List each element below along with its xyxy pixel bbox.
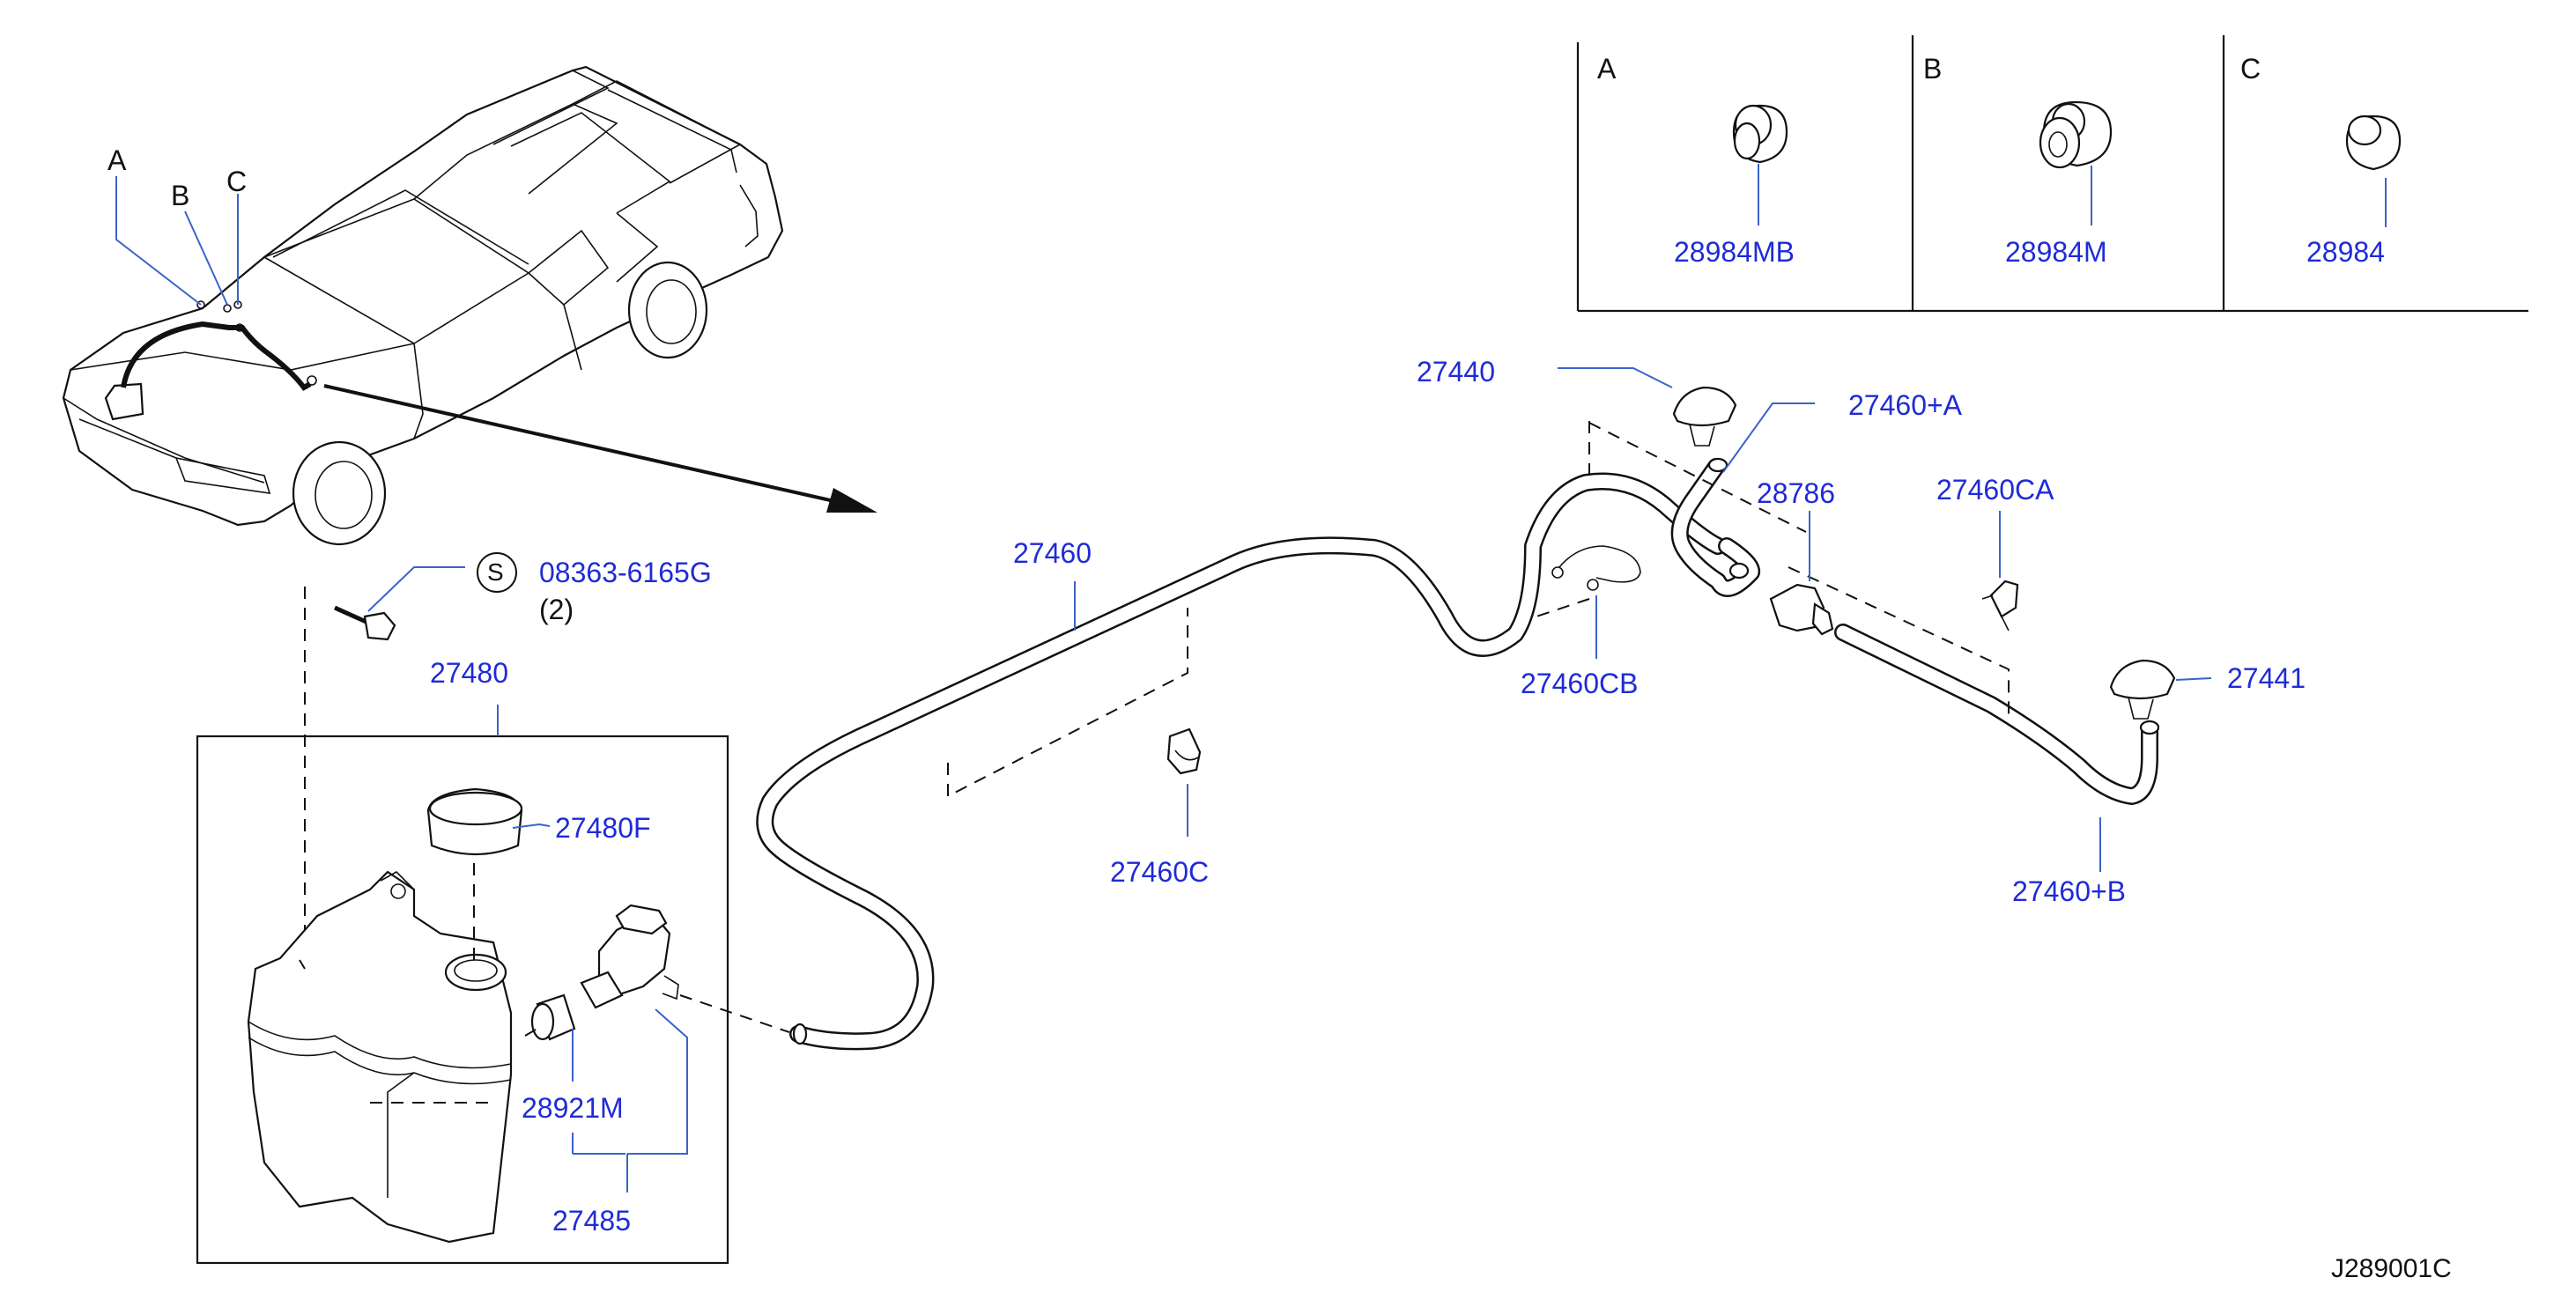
- part-label-27441[interactable]: 27441: [2227, 662, 2306, 694]
- part-label-28984m[interactable]: 28984M: [2005, 236, 2107, 268]
- detail-c-letter: C: [2240, 53, 2261, 85]
- car-callout-lines: [115, 176, 239, 306]
- detail-box-frame: [1576, 35, 2528, 313]
- clip-27460c-drawing: [1166, 727, 1202, 837]
- bolt-drawing: [333, 552, 517, 641]
- diagram-id: J289001C: [2331, 1254, 2452, 1283]
- detail-b-letter: B: [1923, 53, 1943, 85]
- reservoir-cap-drawing: [426, 787, 551, 960]
- part-label-28984[interactable]: 28984: [2306, 236, 2385, 268]
- part-label-27485[interactable]: 27485: [552, 1205, 631, 1237]
- washer-pump-drawing: [572, 904, 790, 1193]
- grommet-28921m-drawing: [524, 993, 576, 1082]
- bolt-symbol-s: S: [487, 558, 504, 586]
- part-label-27460-plus-a[interactable]: 27460+A: [1848, 389, 1963, 421]
- part-label-28921m[interactable]: 28921M: [522, 1092, 624, 1124]
- part-label-28786[interactable]: 28786: [1757, 477, 1835, 509]
- bolt-quantity: (2): [539, 594, 574, 625]
- part-label-27460-plus-b[interactable]: 27460+B: [2012, 875, 2127, 907]
- part-label-28984mb[interactable]: 28984MB: [1674, 236, 1795, 268]
- car-callout-a: A: [107, 144, 127, 176]
- part-label-27480f[interactable]: 27480F: [555, 812, 651, 844]
- clip-27460cb-drawing: [1551, 545, 1641, 659]
- grommet-b-drawing: [2039, 100, 2113, 225]
- nozzle-27440-drawing: [1558, 367, 1815, 473]
- main-hose-drawing: [756, 457, 2160, 1051]
- grommet-a-drawing: [1732, 104, 1788, 225]
- reservoir-box: [196, 587, 729, 1265]
- projection-lines: [947, 421, 2010, 798]
- reservoir-tank-drawing: [247, 870, 513, 1244]
- clip-27460ca-drawing: [1981, 511, 2019, 631]
- part-label-27460[interactable]: 27460: [1013, 537, 1092, 569]
- part-label-27440[interactable]: 27440: [1417, 356, 1495, 388]
- detail-a-letter: A: [1597, 53, 1617, 85]
- car-callout-c: C: [226, 166, 248, 197]
- part-label-27460cb[interactable]: 27460CB: [1521, 668, 1639, 699]
- part-label-27480[interactable]: 27480: [430, 657, 508, 689]
- joint-28786-drawing: [1769, 511, 1834, 636]
- part-label-08363-6165g[interactable]: 08363-6165G: [539, 557, 712, 588]
- car-callout-b: B: [171, 180, 190, 211]
- part-label-27460ca[interactable]: 27460CA: [1936, 474, 2054, 506]
- car-outline-drawing: [62, 65, 784, 546]
- direction-arrow: [323, 384, 877, 513]
- part-label-27460c[interactable]: 27460C: [1110, 856, 1210, 888]
- grommet-c-drawing: [2345, 114, 2402, 227]
- nozzle-27441-drawing: [2099, 659, 2212, 872]
